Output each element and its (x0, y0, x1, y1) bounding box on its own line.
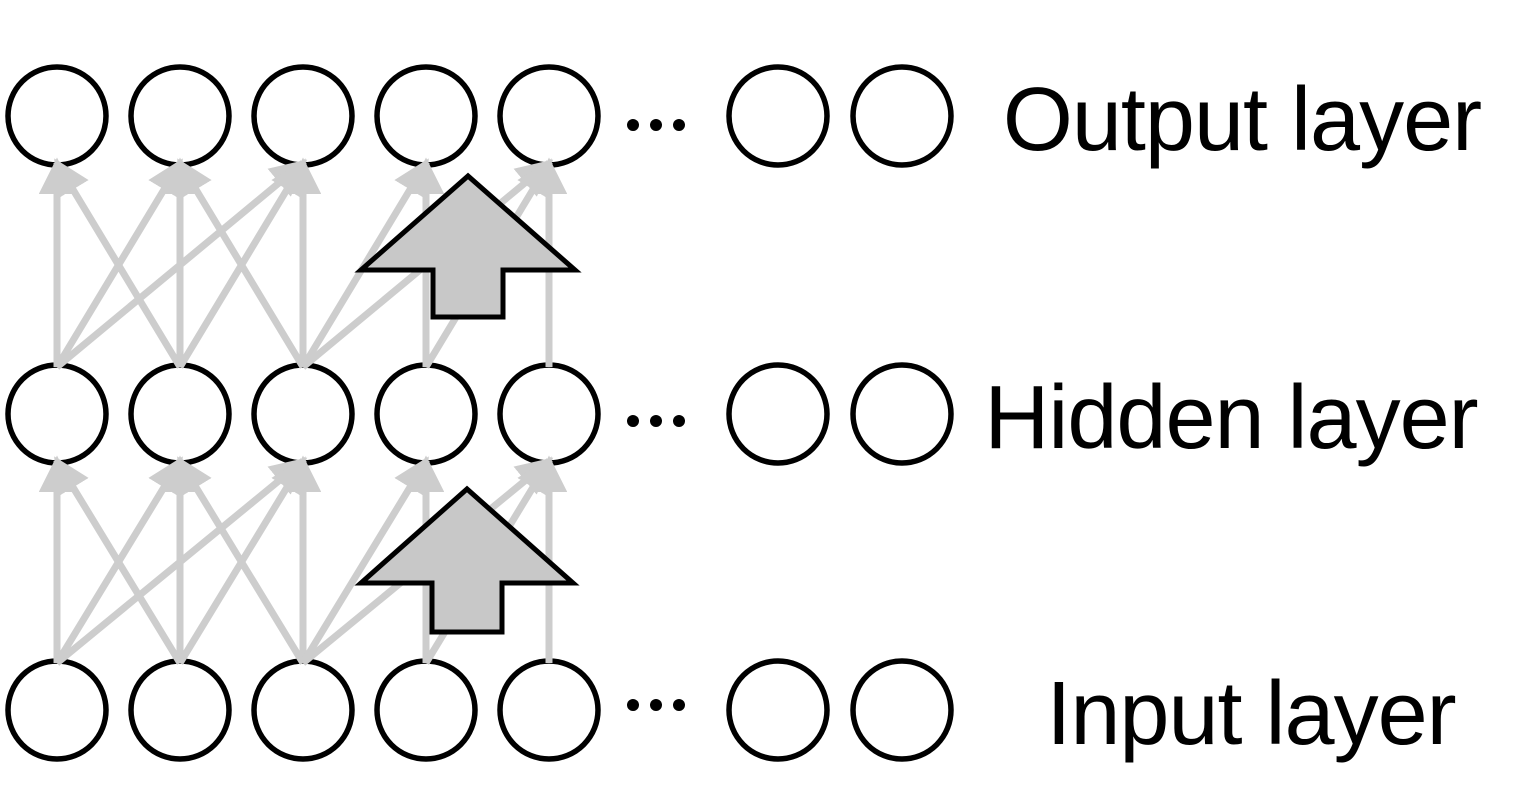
node-hidden (128, 362, 232, 466)
ellipsis-dot-hidden (673, 415, 685, 427)
node-output (128, 64, 232, 168)
ellipsis-dot-hidden (650, 415, 662, 427)
block-up-arrow-icon (354, 172, 582, 320)
node-hidden (850, 362, 954, 466)
connector-arrow-input-to-hidden (300, 456, 429, 665)
node-input (726, 658, 830, 762)
node-input (128, 658, 232, 762)
connector-arrow-hidden-to-output (54, 158, 183, 369)
node-hidden (497, 362, 601, 466)
block-up-arrow-icon (354, 485, 580, 635)
connector-arrow-hidden-to-output (177, 158, 306, 369)
connector-arrow-input-to-hidden (177, 456, 306, 665)
node-hidden (5, 362, 109, 466)
node-hidden (251, 362, 355, 466)
hidden-layer-label: Hidden layer (984, 368, 1477, 468)
node-output (5, 64, 109, 168)
block-arrows-layer (354, 172, 582, 635)
node-hidden (374, 362, 478, 466)
node-input (850, 658, 954, 762)
node-output (850, 64, 954, 168)
node-output (726, 64, 830, 168)
node-output (251, 64, 355, 168)
connector-arrow-input-to-hidden (54, 456, 183, 665)
ellipsis-dot-input (673, 699, 685, 711)
node-output (497, 64, 601, 168)
ellipsis-dot-output (627, 119, 639, 131)
output-layer-label: Output layer (1003, 70, 1481, 170)
node-input (251, 658, 355, 762)
ellipsis-dot-input (650, 699, 662, 711)
ellipsis-dot-output (673, 119, 685, 131)
node-input (374, 658, 478, 762)
ellipsis-dot-output (650, 119, 662, 131)
node-input (5, 658, 109, 762)
nodes-layer (5, 64, 954, 762)
ellipsis-dot-hidden (627, 415, 639, 427)
node-input (497, 658, 601, 762)
node-hidden (726, 362, 830, 466)
labels-layer: Output layer Hidden layer Input layer (984, 70, 1482, 764)
node-output (374, 64, 478, 168)
ellipsis-dot-input (627, 699, 639, 711)
input-layer-label: Input layer (1046, 664, 1455, 764)
